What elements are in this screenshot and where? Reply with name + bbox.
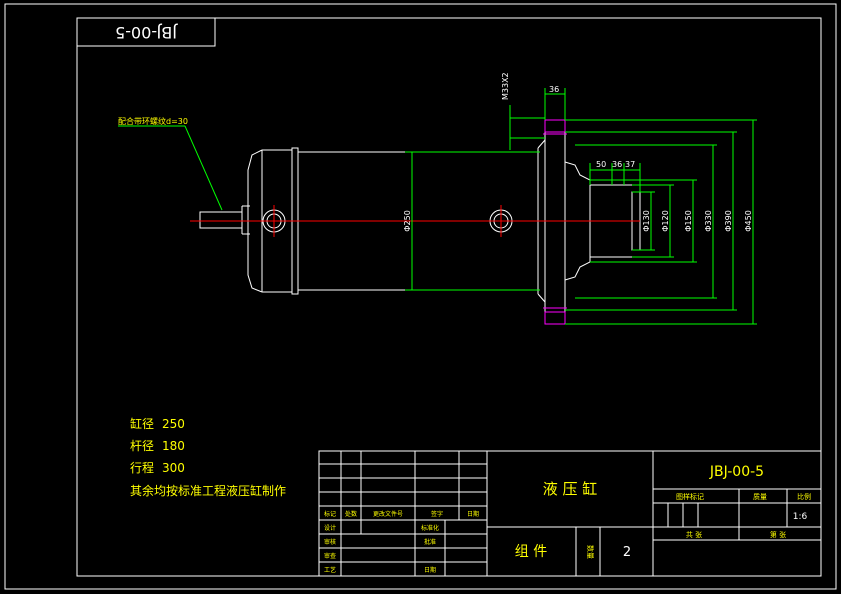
weight-label: 质量 <box>753 492 767 501</box>
sheet-total: 共 张 <box>686 530 702 539</box>
outer-border <box>4 3 837 590</box>
title-block-texts: JBJ-00-5 液 压 缸 组 件 数量 2 图样标记 质量 比例 1:6 共… <box>324 464 811 574</box>
dim-flange-330: Φ330 <box>704 210 713 232</box>
dim-rod-120: Φ120 <box>661 210 670 232</box>
role-check: 审查 <box>324 552 336 560</box>
role-process-name: 日期 <box>424 566 436 574</box>
dim-len-36: 36 <box>612 160 622 169</box>
sheet-no: 第 张 <box>770 530 786 539</box>
dimension-lines <box>118 88 757 325</box>
drawing-number: JBJ-00-5 <box>709 464 764 480</box>
dim-rod-150: Φ150 <box>684 210 693 232</box>
role-process: 工艺 <box>324 566 336 574</box>
assembly-label: 组 件 <box>515 544 547 560</box>
spec-rod-label: 杆径 <box>130 439 154 453</box>
role-design: 设计 <box>324 524 336 532</box>
role-design-name: 标准化 <box>421 524 439 532</box>
spec-stroke-label: 行程 <box>130 460 154 475</box>
spec-notes: 缸径 250 杆径 180 行程 300 其余均按标准工程液压缸制作 <box>130 416 286 498</box>
spec-bore-label: 缸径 <box>130 416 154 431</box>
dim-len-50: 50 <box>596 160 606 169</box>
dim-flange-390: Φ390 <box>724 210 733 232</box>
rev-header-file: 更改文件号 <box>373 510 403 518</box>
pin-callout: 配合带环螺纹d=30 <box>118 116 188 126</box>
flange-bolt-marks <box>543 119 567 325</box>
spec-note: 其余均按标准工程液压缸制作 <box>130 483 286 498</box>
scale-value: 1:6 <box>793 512 808 522</box>
spec-bore-value: 250 <box>162 417 185 431</box>
stage-label: 图样标记 <box>676 492 704 501</box>
title-block <box>318 450 822 577</box>
rev-header-mark: 标记 <box>324 510 336 518</box>
drawing-number-box <box>76 17 216 47</box>
port-callout: M33X2 <box>501 72 510 100</box>
rev-header-sign: 签字 <box>431 510 443 518</box>
dimension-texts: Φ250 Φ330 Φ390 Φ450 Φ130 Φ120 Φ150 50 36… <box>118 72 753 231</box>
dim-rod-130: Φ130 <box>642 210 651 232</box>
rev-header-date: 日期 <box>467 510 479 518</box>
qty-label: 数量 <box>586 545 595 559</box>
cylinder-assembly <box>199 119 641 325</box>
dim-len-37: 37 <box>625 160 635 169</box>
scale-label: 比例 <box>797 492 811 501</box>
part-name: 液 压 缸 <box>543 480 598 498</box>
dim-flange-450: Φ450 <box>744 210 753 232</box>
qty-value: 2 <box>623 545 631 560</box>
role-review-name: 批准 <box>424 538 436 546</box>
rev-header-count: 处数 <box>345 510 357 518</box>
dim-top-36: 36 <box>549 85 559 94</box>
role-review: 审核 <box>324 538 336 546</box>
spec-stroke-value: 300 <box>162 461 185 475</box>
spec-rod-value: 180 <box>162 439 185 453</box>
dim-body-diameter: Φ250 <box>403 210 412 232</box>
drawing-number-flipped: JBJ-00-5 <box>115 23 178 42</box>
